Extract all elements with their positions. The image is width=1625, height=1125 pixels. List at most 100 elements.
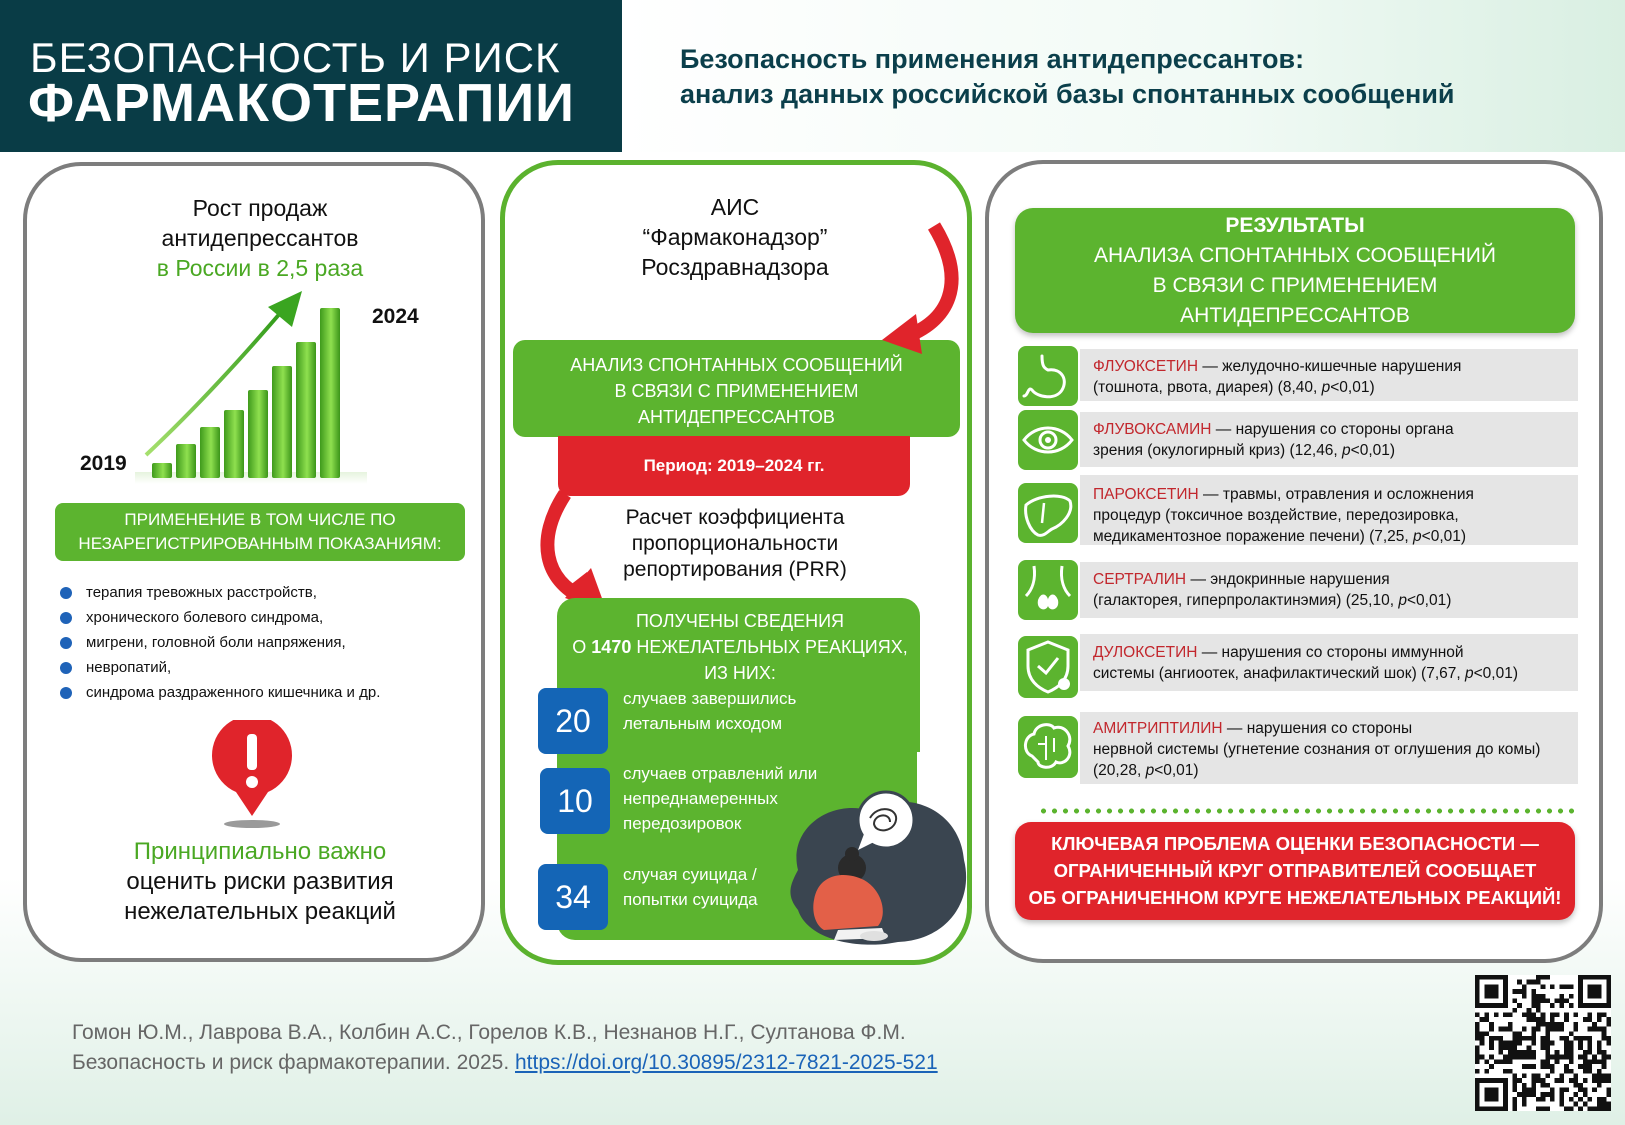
drug-text-line: ПАРОКСЕТИН — травмы, отравления и осложн…	[1093, 484, 1573, 505]
drug-details: (20,28,	[1093, 762, 1146, 779]
key-problem-line3: ОБ ОГРАНИЧЕННОМ КРУГЕ НЕЖЕЛАТЕЛЬНЫХ РЕАК…	[1028, 887, 1562, 908]
brand-block	[0, 0, 622, 152]
dotted-divider	[1038, 808, 1578, 814]
list-item: невропатий,	[58, 655, 468, 680]
stat-fatal-number: 20	[538, 688, 608, 754]
summary-line3: ИЗ НИХ:	[704, 663, 776, 683]
analysis-line3: АНТИДЕПРЕССАНТОВ	[638, 407, 835, 427]
growth-bar	[248, 390, 268, 478]
page-title-line1: Безопасность применения антидепрессантов…	[680, 44, 1305, 74]
year-start-label: 2019	[80, 452, 127, 475]
doi-link[interactable]: https://doi.org/10.30895/2312-7821-2025-…	[515, 1051, 938, 1074]
stat-fatal-text: случаев завершились летальным исходом	[623, 686, 893, 736]
bullet-icon	[60, 637, 72, 649]
p-label: p	[1413, 528, 1422, 545]
drug-name: ФЛУОКСЕТИН	[1093, 358, 1199, 375]
p-label: p	[1321, 379, 1331, 396]
page-title: Безопасность применения антидепрессантов…	[680, 42, 1455, 112]
list-item-text: невропатий,	[86, 659, 172, 676]
drug-text-line: медикаментозное поражение печени) (7,25,…	[1093, 526, 1573, 547]
list-item: терапия тревожных расстройств,	[58, 580, 468, 605]
p-value: <0,01)	[1330, 379, 1375, 396]
stat-text-line: летальным исходом	[623, 714, 783, 733]
p-value: <0,01)	[1154, 762, 1199, 779]
key-importance-text: Принципиально важно оценить риски развит…	[90, 837, 430, 927]
liver-icon	[1024, 494, 1073, 537]
bullet-icon	[60, 612, 72, 624]
citation-authors: Гомон Ю.М., Лаврова В.А., Колбин А.С., Г…	[72, 1021, 906, 1044]
list-item-text: хронического болевого синдрома,	[86, 609, 324, 626]
ais-title-line3: Росздравнадзора	[641, 254, 829, 280]
drug-description-fluvoxamine: ФЛУВОКСАМИН — нарушения со стороны орган…	[1093, 419, 1573, 461]
depressed-person-illustration	[790, 790, 967, 945]
citation-source: Безопасность и риск фармакотерапии. 2025…	[72, 1048, 938, 1078]
list-item-text: синдрома раздраженного кишечника и др.	[86, 684, 381, 701]
drug-details: (тошнота, рвота, диарея) (8,40,	[1093, 379, 1322, 396]
results-header-box: РЕЗУЛЬТАТЫ АНАЛИЗА СПОНТАННЫХ СООБЩЕНИЙ …	[1015, 208, 1575, 333]
stat-text-line: попытки суицида	[623, 890, 758, 909]
analysis-line1: АНАЛИЗ СПОНТАННЫХ СООБЩЕНИЙ	[570, 355, 903, 375]
stat-text-line: случаев отравлений или	[623, 764, 818, 783]
left-panel	[23, 162, 485, 962]
drug-text-line: СЕРТРАЛИН — эндокринные нарушения	[1093, 569, 1573, 590]
brain-icon	[1024, 723, 1072, 769]
drug-icon-tile	[1018, 346, 1078, 406]
stat-text-line: передозировок	[623, 814, 742, 833]
year-end-label: 2024	[372, 305, 419, 328]
drug-details: процедур (токсичное воздействие, передоз…	[1093, 507, 1459, 524]
ais-title-line1: АИС	[710, 194, 760, 220]
stat-text-line: случаев завершились	[623, 689, 797, 708]
drug-icon-tile	[1018, 560, 1078, 620]
list-item-text: терапия тревожных расстройств,	[86, 584, 317, 601]
drug-row-background	[1080, 349, 1578, 401]
p-label: p	[1342, 442, 1351, 459]
results-line3: В СВЯЗИ С ПРИМЕНЕНИЕМ	[1152, 274, 1438, 297]
key-importance-line3: нежелательных реакций	[124, 898, 396, 925]
analysis-box: АНАЛИЗ СПОНТАННЫХ СООБЩЕНИЙ В СВЯЗИ С ПР…	[513, 340, 960, 437]
drug-description-amitriptyline: АМИТРИПТИЛИН — нарушения со стороны нерв…	[1093, 718, 1573, 781]
qr-code-icon[interactable]	[1475, 975, 1611, 1111]
prr-line3: репортирования (PRR)	[623, 558, 847, 581]
list-item: мигрени, головной боли напряжения,	[58, 630, 468, 655]
drug-details: медикаментозное поражение печени) (7,25,	[1093, 528, 1414, 545]
drug-details: нервной системы (угнетение сознания от о…	[1093, 741, 1541, 758]
prr-calculation-text: Расчет коэффициента пропорциональности р…	[600, 505, 870, 583]
citation: Гомон Ю.М., Лаврова В.А., Колбин А.С., Г…	[72, 1018, 938, 1078]
drug-row-background	[1080, 412, 1578, 467]
stat-suicide-text: случая суицида / попытки суицида	[623, 862, 823, 912]
prr-line1: Расчет коэффициента	[625, 506, 845, 529]
results-line2: АНАЛИЗА СПОНТАННЫХ СООБЩЕНИЙ	[1094, 244, 1496, 267]
citation-journal: Безопасность и риск фармакотерапии. 2025…	[72, 1051, 515, 1074]
sales-growth-title-line3: в России в 2,5 раза	[156, 255, 364, 281]
curved-arrow-down-icon	[882, 222, 959, 354]
warning-pin-icon	[212, 720, 292, 828]
analysis-line2: В СВЯЗИ С ПРИМЕНЕНИЕМ	[614, 381, 859, 401]
sales-growth-title: Рост продаж антидепрессантов в России в …	[110, 193, 410, 283]
drug-description-duloxetine: ДУЛОКСЕТИН — нарушения со стороны иммунн…	[1093, 642, 1573, 684]
key-problem-line2: ОГРАНИЧЕННЫЙ КРУГ ОТПРАВИТЕЛЕЙ СООБЩАЕТ	[1053, 860, 1537, 881]
p-label: p	[1465, 665, 1474, 682]
prr-line2: пропорциональности	[631, 532, 839, 555]
summary-line1: ПОЛУЧЕНЫ СВЕДЕНИЯ	[635, 611, 845, 631]
key-importance-line2: оценить риски развития	[126, 868, 394, 895]
list-item: хронического болевого синдрома,	[58, 605, 468, 630]
drug-text-line: ФЛУОКСЕТИН — желудочно-кишечные нарушени…	[1093, 356, 1573, 377]
drug-text-line: ФЛУВОКСАМИН — нарушения со стороны орган…	[1093, 419, 1573, 440]
stat-poisoning-number: 10	[540, 768, 610, 834]
off-label-use-box: ПРИМЕНЕНИЕ В ТОМ ЧИСЛЕ ПО НЕЗАРЕГИСТРИРО…	[55, 503, 465, 561]
p-label: p	[1398, 592, 1407, 609]
page-title-line2: анализ данных российской базы спонтанных…	[680, 79, 1455, 109]
p-value: <0,01)	[1421, 528, 1467, 545]
drug-name: СЕРТРАЛИН	[1093, 571, 1187, 588]
list-item: синдрома раздраженного кишечника и др.	[58, 680, 468, 705]
growth-bar	[152, 463, 172, 478]
growth-bar	[296, 342, 316, 478]
drug-description-sertraline: СЕРТРАЛИН — эндокринные нарушения (галак…	[1093, 569, 1573, 611]
sales-growth-title-line1: Рост продаж	[192, 195, 328, 221]
stat-text-line: случая суицида /	[623, 865, 757, 884]
growth-bar	[224, 410, 244, 478]
drug-effect: — желудочно-кишечные нарушения	[1198, 358, 1462, 375]
drug-icon-tile	[1018, 410, 1078, 470]
stat-poisoning-text: случаев отравлений или непреднамеренных …	[623, 761, 893, 836]
drug-effect: — эндокринные нарушения	[1186, 571, 1390, 588]
